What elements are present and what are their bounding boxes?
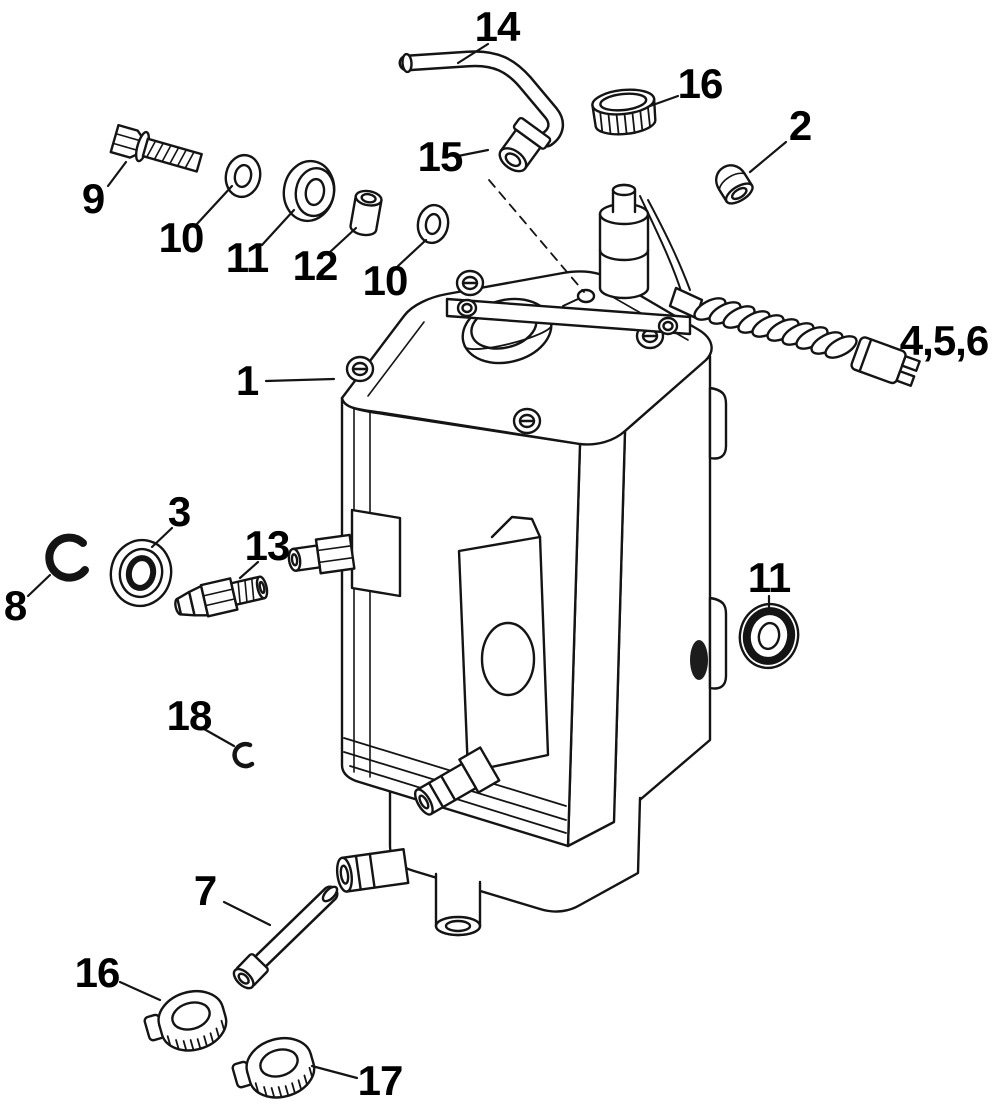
fitting-15 <box>498 116 552 173</box>
washer-10-lower <box>416 203 450 245</box>
callout-part-2: 2 <box>788 102 812 149</box>
wire-harness <box>668 286 921 387</box>
grommet-11-upper <box>282 159 336 223</box>
outlet-barb-left <box>335 848 410 893</box>
plug-2 <box>715 164 754 205</box>
pump-bracket <box>445 297 692 336</box>
cap-16-top <box>591 88 657 136</box>
callout-part-9: 9 <box>81 175 105 222</box>
callout-part-17: 17 <box>357 1057 404 1104</box>
callout-part-11-upper: 11 <box>225 234 269 281</box>
callout-part-12: 12 <box>292 242 339 289</box>
callout-part-15: 15 <box>417 133 464 180</box>
callout-part-7: 7 <box>193 867 217 914</box>
washer-10-upper <box>224 153 262 199</box>
callout-part-1: 1 <box>235 357 259 404</box>
projection-line <box>488 179 585 293</box>
tube-7 <box>232 885 339 990</box>
hose-clamp-17 <box>231 1037 316 1099</box>
callout-part-18: 18 <box>166 692 213 739</box>
grommet-3 <box>109 538 173 608</box>
callout-part-11-right: 11 <box>747 554 791 601</box>
callout-part-10-upper: 10 <box>158 214 205 261</box>
hose-clamp-16 <box>143 990 228 1052</box>
bushing-12 <box>349 189 383 237</box>
c-clip-8 <box>45 533 89 582</box>
callout-part-8: 8 <box>3 582 27 629</box>
flange-bolt-9 <box>109 123 203 173</box>
pump-tower <box>598 183 691 300</box>
leader-lines <box>26 42 788 1080</box>
callout-part-13: 13 <box>244 522 291 569</box>
callout-part-3: 3 <box>167 488 191 535</box>
hose-14 <box>398 50 565 148</box>
fitting-13 <box>174 575 269 618</box>
callout-part-16-bottom: 16 <box>74 949 121 996</box>
vent-nipple <box>562 288 596 307</box>
callout-part-10-lower: 10 <box>362 257 409 304</box>
grommet-11-right <box>738 602 800 670</box>
callout-part-16-top: 16 <box>677 60 724 107</box>
side-valve-fitting <box>287 533 356 575</box>
harness-connector <box>850 336 921 387</box>
clip-18 <box>232 741 255 769</box>
callout-parts-4-5-6: 4,5,6 <box>899 317 989 364</box>
lower-barb-fitting <box>413 746 501 816</box>
callout-part-14: 14 <box>474 3 521 50</box>
